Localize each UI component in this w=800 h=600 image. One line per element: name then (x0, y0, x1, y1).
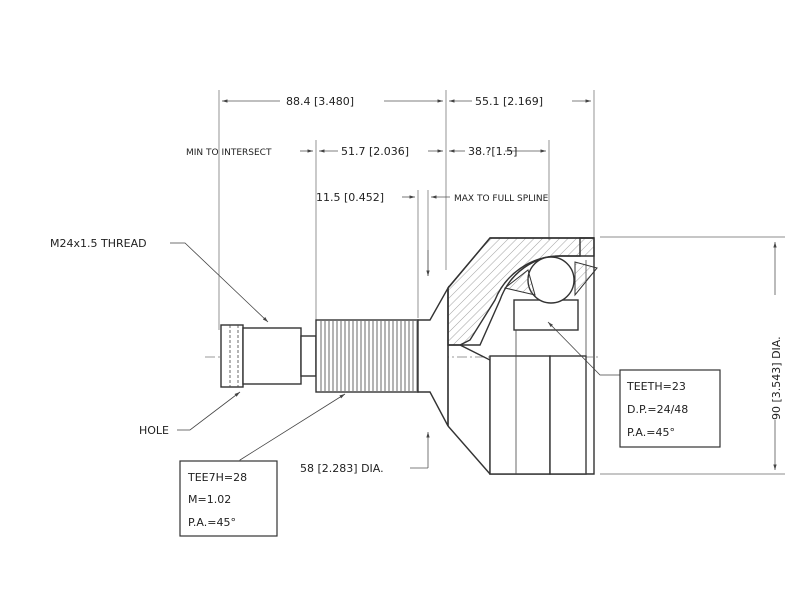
small-dia-label: 58 [2.283] DIA. (300, 462, 384, 475)
inner-teeth: TEETH=23 (626, 380, 686, 393)
min-to-intersect-label: MIN TO INTERSECT (186, 148, 272, 158)
spline-module: M=1.02 (188, 493, 231, 506)
hole-label: HOLE (139, 424, 169, 437)
cv-housing (447, 237, 598, 475)
shaft-part (220, 285, 449, 427)
spline-pressure-angle: P.A.=45° (188, 516, 236, 529)
spline-teeth: TEE7H=28 (187, 471, 247, 484)
thread-label: M24x1.5 THREAD (50, 237, 147, 250)
dim-overall-right: 55.1 [2.169] (475, 95, 543, 108)
dim-overall-left: 88.4 [3.480] (286, 95, 354, 108)
extension-lines (218, 90, 785, 475)
large-dia-label: 90 [3.543] DIA. (770, 336, 783, 420)
inner-diametral-pitch: D.P.=24/48 (627, 403, 688, 416)
inner-spec-box: TEETH=23 D.P.=24/48 P.A.=45° (619, 369, 721, 448)
dim-spline-offset: 11.5 [0.452] (316, 191, 384, 204)
max-to-full-spline-label: MAX TO FULL SPLINE (454, 194, 549, 204)
dim-intersect-right: 38.?[1.5] (468, 145, 517, 158)
dim-min-to-intersect: 51.7 [2.036] (341, 145, 409, 158)
spline-spec-box: TEE7H=28 M=1.02 P.A.=45° (179, 460, 278, 537)
inner-pressure-angle: P.A.=45° (627, 426, 675, 439)
